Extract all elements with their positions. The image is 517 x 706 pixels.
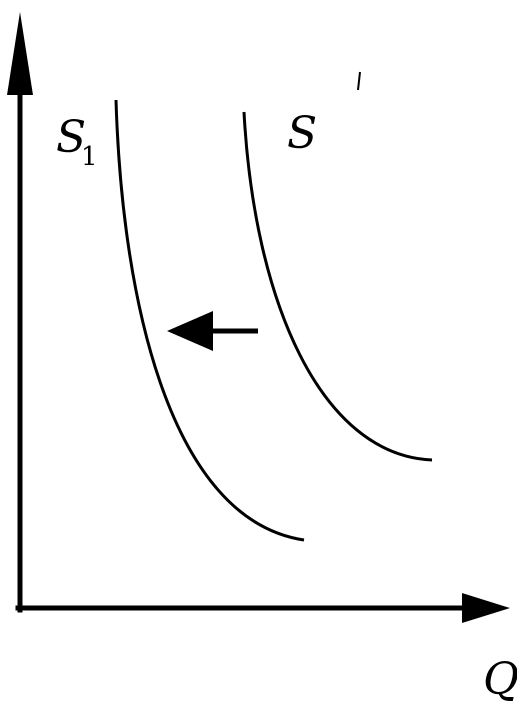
curve-s	[242, 111, 433, 462]
curve-s1	[114, 99, 305, 542]
shift-arrow-head	[167, 311, 213, 351]
stray-mark	[357, 71, 361, 91]
label-q: Q	[483, 654, 517, 705]
label-s1: S	[56, 112, 86, 163]
x-axis-arrowhead	[462, 593, 510, 623]
label-s1-subscript: 1	[81, 142, 98, 172]
label-s: S	[287, 108, 317, 159]
y-axis-arrowhead	[7, 12, 33, 95]
